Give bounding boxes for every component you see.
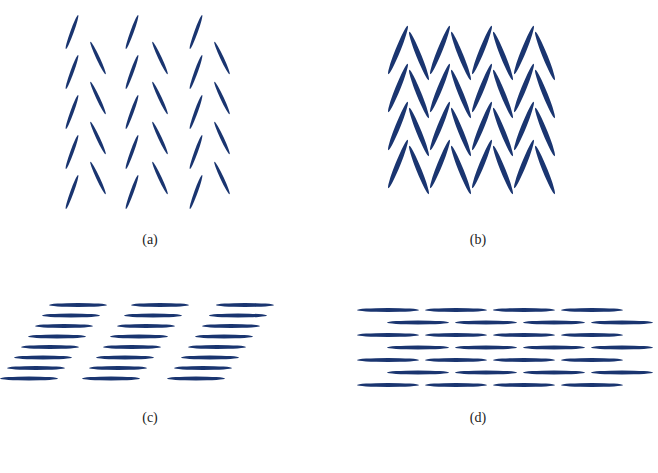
molecule (124, 134, 140, 169)
molecule (216, 303, 274, 307)
molecule (425, 333, 487, 337)
molecule (357, 358, 419, 362)
molecule (523, 371, 585, 375)
molecule (89, 121, 107, 155)
molecule (533, 145, 557, 195)
molecule (591, 321, 653, 325)
panel-label: (b) (470, 232, 486, 248)
molecule (561, 383, 623, 387)
molecule (470, 139, 494, 189)
molecule (82, 377, 140, 381)
molecule (35, 324, 93, 328)
molecule (493, 383, 555, 387)
panel-label: (c) (142, 410, 158, 426)
molecule (213, 81, 231, 115)
molecule (455, 371, 517, 375)
molecule (387, 346, 449, 350)
molecule (188, 14, 204, 49)
molecule (64, 174, 80, 209)
molecule (425, 383, 487, 387)
molecule (493, 308, 555, 312)
molecule (188, 345, 246, 349)
molecule (28, 335, 86, 339)
molecule (213, 161, 231, 195)
molecule (64, 94, 80, 129)
molecule (202, 324, 260, 328)
molecule (103, 345, 161, 349)
molecule (591, 346, 653, 350)
molecule (561, 358, 623, 362)
molecule (110, 335, 168, 339)
molecule (151, 81, 169, 115)
molecule (188, 134, 204, 169)
molecule (209, 314, 267, 318)
molecule (523, 346, 585, 350)
molecule (357, 333, 419, 337)
molecule (151, 161, 169, 195)
molecule (0, 377, 58, 381)
molecule (151, 41, 169, 75)
molecule (491, 145, 515, 195)
molecule (124, 54, 140, 89)
molecule (96, 356, 154, 360)
molecule (64, 14, 80, 49)
molecule (523, 321, 585, 325)
molecule (64, 134, 80, 169)
molecule (455, 346, 517, 350)
molecule (181, 356, 239, 360)
molecule (124, 94, 140, 129)
molecule (151, 121, 169, 155)
molecule (7, 366, 65, 370)
molecule (195, 335, 253, 339)
molecule (117, 324, 175, 328)
molecule (49, 303, 107, 307)
molecule (131, 303, 189, 307)
molecule (425, 358, 487, 362)
molecule (386, 139, 410, 189)
molecule (89, 41, 107, 75)
molecule (428, 139, 452, 189)
molecule (449, 145, 473, 195)
molecule (512, 139, 536, 189)
molecule (387, 371, 449, 375)
molecule (89, 366, 147, 370)
molecule (124, 174, 140, 209)
molecule (89, 161, 107, 195)
molecule (188, 174, 204, 209)
molecule (213, 121, 231, 155)
molecule (124, 14, 140, 49)
molecule (14, 356, 72, 360)
molecule (357, 383, 419, 387)
molecule (21, 345, 79, 349)
molecule (124, 314, 182, 318)
molecule (167, 377, 225, 381)
molecule (561, 308, 623, 312)
molecule (387, 321, 449, 325)
molecule (213, 41, 231, 75)
panel-label: (a) (142, 232, 158, 248)
molecule (188, 94, 204, 129)
molecule (407, 145, 431, 195)
molecule (89, 81, 107, 115)
molecule (64, 54, 80, 89)
molecule (493, 358, 555, 362)
molecule (174, 366, 232, 370)
molecule (561, 333, 623, 337)
panel-label: (d) (470, 410, 486, 426)
molecule (591, 371, 653, 375)
molecule (357, 308, 419, 312)
molecule (425, 308, 487, 312)
molecule (455, 321, 517, 325)
molecule (42, 314, 100, 318)
molecule (493, 333, 555, 337)
molecule (188, 54, 204, 89)
